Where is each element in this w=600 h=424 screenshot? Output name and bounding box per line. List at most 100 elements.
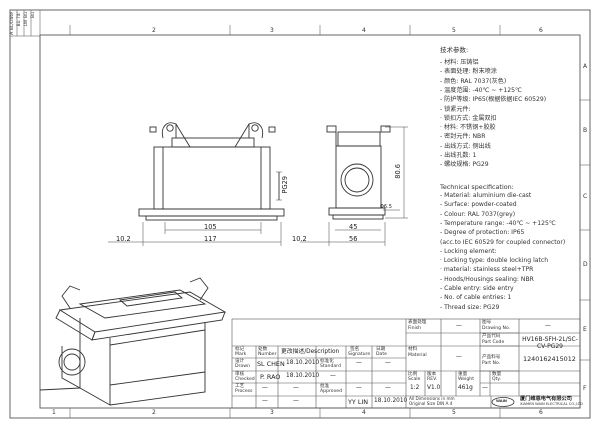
tb-scale-label-cn: 比例	[408, 372, 418, 377]
zone-letter-e: E	[583, 326, 587, 333]
side-dimension-lines	[300, 126, 408, 246]
spec-en-line: - Material: aluminium die-cast	[440, 192, 532, 199]
tb-part-code-value: HV16B-SFH-2L/SC-CV-PG29	[522, 336, 578, 350]
tb-rev-label-en: REV.	[427, 377, 438, 382]
spec-en-line: - Degree of protection: IP65	[440, 229, 525, 237]
zone-letter-b: B	[583, 127, 588, 134]
tb-checked-by: P. RAO	[260, 373, 281, 381]
zone-number-bottom-5: 5	[452, 409, 456, 416]
tb-drawing-no-label-en: Drawing No.	[482, 326, 511, 331]
isometric-view	[39, 277, 227, 406]
spec-en-line: - Hoods/Housings sealing: NBR	[440, 275, 534, 283]
dim-thread: PG29	[281, 176, 289, 194]
tb-approved-cn: 批准	[320, 384, 330, 389]
tb-col-mark-en: Mark	[235, 352, 247, 357]
spec-cn-line: - 防护等级: IP65(根据依据IEC 60529)	[440, 96, 547, 104]
tb-col-number-cn: 处数	[258, 347, 268, 352]
tb-finish-label-cn: 表面处理	[408, 320, 427, 325]
dim-width-inner: 105	[204, 223, 217, 231]
zone-number-bottom-4: 4	[362, 409, 366, 416]
dim-offset-front: 10.2	[116, 235, 131, 243]
tb-material-value: —	[456, 354, 462, 360]
tb-part-no-label-cn: 产品料号	[482, 355, 501, 360]
spec-en-line: - Cable entry: side entry	[440, 285, 514, 292]
spec-en-line: - No. of cable entries: 1	[440, 294, 512, 302]
zone-number-top-2: 2	[152, 27, 156, 34]
revision-strip-3: LW Bü	[24, 12, 29, 27]
tb-col-date-en: Date	[376, 352, 387, 357]
zone-letter-f: F	[583, 385, 587, 392]
tb-approved-date: 18.10.2010	[374, 398, 408, 404]
tb-process-by: —	[262, 385, 268, 391]
company-logo-mark	[491, 397, 515, 407]
revision-strip-4: Bü	[31, 12, 36, 19]
revision-strip-frame	[9, 9, 41, 37]
tb-part-no-value: 1240162415012	[523, 355, 576, 363]
spec-cn-line: - 出线孔数: 1	[440, 152, 477, 159]
tb-standard-en: Standard	[320, 364, 341, 369]
spec-cn-title: 技术参数:	[440, 46, 469, 54]
zone-number-top-6: 6	[539, 27, 543, 34]
spec-en-line: - Temperature range: -40℃ ~ +125℃	[440, 219, 556, 227]
tb-note-size: Original Size DIN A 4	[409, 401, 453, 406]
tb-scale-value: 1:2	[410, 385, 420, 391]
tb-checked-en: Checked	[235, 377, 255, 382]
zone-ticks	[69, 25, 590, 418]
revision-strip-date: A BL/Date	[10, 12, 15, 35]
tb-scale-label-en: Scale	[408, 377, 421, 382]
tb-process-cn: 工艺	[235, 384, 245, 389]
tb-finish-value: —	[456, 323, 462, 329]
spec-en-line: - Surface: powder-coated	[440, 201, 517, 209]
tb-process-en: Process	[235, 389, 253, 394]
spec-cn-line: - 螺纹规格: PG29	[440, 161, 489, 169]
tb-drawn-cn: 设计	[235, 359, 245, 364]
tb-qty-value: —	[482, 385, 488, 391]
tb-bottom-blank-2: —	[293, 398, 299, 404]
tb-drawn-by: SL CHEN	[257, 360, 285, 368]
tb-logo-text: WAIN	[496, 399, 507, 403]
tb-process-date: —	[293, 385, 299, 391]
spec-cn-line: - 出线方式: 侧出线	[440, 142, 491, 150]
tb-part-code-label-cn: 产品代码	[482, 334, 501, 339]
tb-finish-label-en: Finish	[408, 326, 422, 331]
spec-cn-line: · 材料: 不锈钢+胶胶	[440, 124, 496, 132]
dim-side-top: 45	[349, 223, 358, 231]
revision-strip-2: Bü 7ã'	[17, 12, 22, 27]
tb-qty-label-cn: 数量	[492, 372, 502, 377]
dim-hole: Φ6.5	[380, 204, 392, 210]
zone-number-bottom-6: 6	[539, 409, 543, 416]
tb-approved-en: Approved	[320, 389, 343, 394]
tb-standard-date: —	[385, 360, 391, 366]
spec-cn-line: - 颜色: RAL 7037(灰色)	[440, 77, 507, 85]
tb-material-label-cn: 材料	[408, 347, 418, 352]
dim-side-bottom: 56	[349, 235, 358, 243]
spec-en-line: (acc.to IEC 60529 for coupled connector)	[440, 238, 566, 246]
front-dimension-lines	[108, 171, 282, 246]
spec-en-line: - Locking element:	[440, 247, 497, 255]
tb-checked-date: 18.10.2010	[286, 373, 320, 379]
tb-company-en: XIAMEN WAIN ELECTRICAL CO.,LTD	[520, 402, 583, 406]
tb-col-sign-cn: 签名	[350, 347, 360, 352]
zone-number-bottom-3: 3	[270, 409, 274, 416]
spec-cn-line: - 锁紧元件:	[440, 105, 471, 113]
tb-part-no-label-en: Part No.	[482, 361, 501, 366]
tb-drawing-no-label-cn: 图号	[482, 320, 492, 325]
zone-letter-d: D	[583, 261, 588, 268]
zone-number-top-3: 3	[270, 27, 274, 34]
tb-blank-3: —	[385, 385, 391, 391]
outer-frame	[9, 9, 591, 419]
dim-height: 80.6	[394, 164, 402, 179]
tb-drawn-date: 18.10.2010	[286, 360, 320, 366]
tb-col-mark-cn: 标记	[235, 347, 245, 352]
tb-company-cn: 厦门维恩电气有限公司	[520, 396, 572, 402]
tb-bottom-blank-1: —	[262, 398, 268, 404]
tb-qty-label-en: Qty.	[492, 377, 501, 382]
tb-approved-by: YY LIN	[348, 398, 369, 406]
spec-cn-line: · 锁扣方式: 金属双扣	[440, 114, 497, 122]
spec-en-title: Technical specification:	[440, 183, 514, 191]
spec-cn-line: - 密封元件: NBR	[440, 133, 486, 141]
tb-weight-label-en: Weight	[458, 377, 475, 382]
tb-col-desc-cn: 更改描述	[281, 349, 305, 355]
spec-cn-line: - 温度范围: -40℃ ~ +125℃	[440, 86, 522, 94]
